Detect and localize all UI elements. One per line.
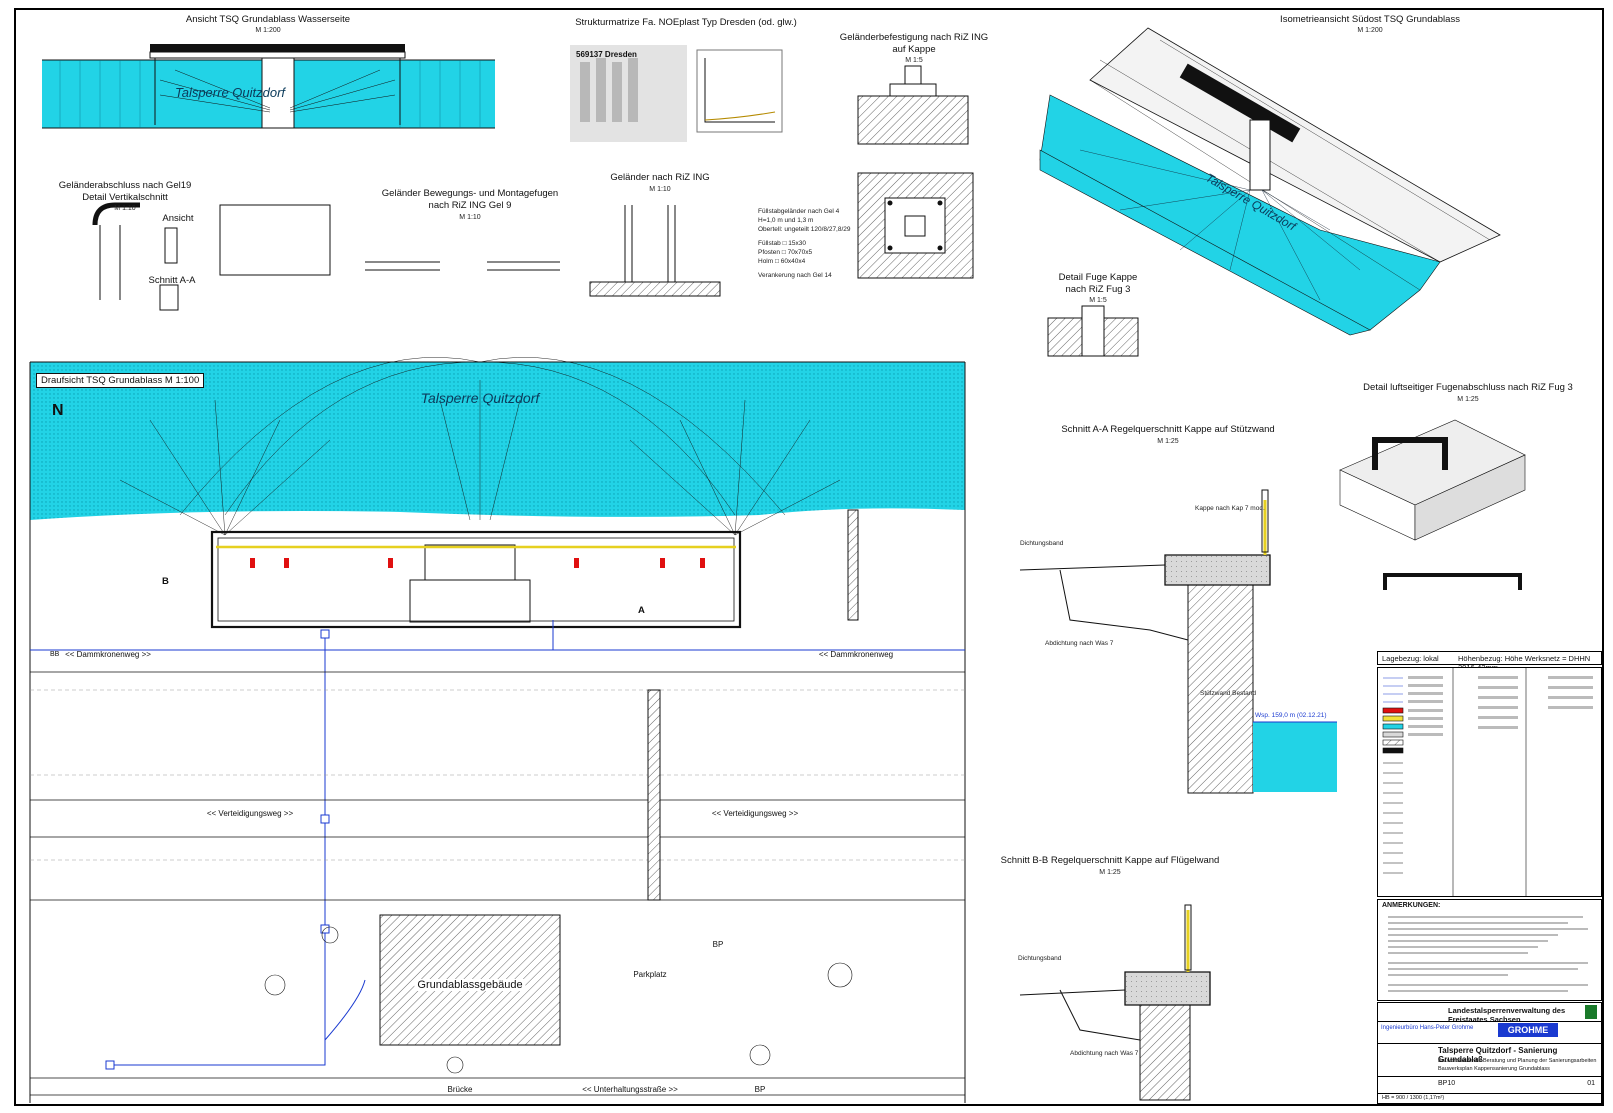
- section-aa-title: Schnitt A-A Regelquerschnitt Kappe auf S…: [1061, 424, 1275, 435]
- bb-left-label: BB: [50, 651, 60, 658]
- joint-closure-scale: M 1:25: [1457, 396, 1479, 403]
- notes-header: ANMERKUNGEN:: [1382, 902, 1441, 909]
- section-aa-small-label: Schnitt A-A: [148, 275, 196, 286]
- note-hoehe: H=1,0 m und 1,3 m: [758, 217, 814, 224]
- note-obertell: Obertell: ungeteilt 120/8/27,8/29: [758, 226, 851, 233]
- aa-kappe: Kappe nach Kap 7 mod.: [1195, 505, 1265, 512]
- coat-of-arms-icon: [1585, 1005, 1597, 1019]
- matrix-code: 569137 Dresden: [576, 50, 637, 59]
- section-marker-b: B: [162, 576, 169, 587]
- bp-label-top: BP: [712, 940, 724, 949]
- elevation-title: Ansicht TSQ Grundablass Wasserseite: [185, 14, 351, 25]
- note-verankerung: Verankerung nach Gel 14: [758, 272, 832, 279]
- joint-cap-scale: M 1:5: [1089, 297, 1107, 304]
- railing-riz-scale: M 1:10: [649, 186, 671, 193]
- movement-joint-title-2: nach RiZ ING Gel 9: [428, 200, 512, 211]
- isometric-scale: M 1:200: [1357, 27, 1383, 34]
- elevation-scale: M 1:200: [255, 27, 281, 34]
- section-aa: [1019, 489, 1337, 794]
- joint-closure-title: Detail luftseitiger Fugenabschluss nach …: [1363, 382, 1573, 393]
- anchor-title-1: Geländerbefestigung nach RiZ ING: [839, 32, 989, 43]
- plan-view: [29, 357, 966, 1103]
- verteidigungsweg-left: << Verteidigungsweg >>: [206, 809, 294, 818]
- joint-cap-title-2: nach RiZ Fug 3: [1065, 284, 1131, 295]
- railing-riz-title: Geländer nach RiZ ING: [610, 172, 710, 183]
- bb-dichtungsband: Dichtungsband: [1018, 955, 1062, 962]
- project-title: Talsperre Quitzdorf - Sanierung Grundabl…: [1438, 1046, 1558, 1064]
- railing-end-scale: M 1:10: [114, 205, 136, 212]
- verteidigungsweg-right: << Verteidigungsweg >>: [711, 809, 799, 818]
- notes-lines: [1388, 916, 1588, 992]
- anchor-scale: M 1:5: [905, 57, 923, 64]
- elevation-drawing: [42, 44, 495, 129]
- engineer-name: Ingenieurbüro Hans-Peter Grohme: [1381, 1025, 1474, 1031]
- aa-abdichtung: Abdichtung nach Was 7: [1045, 640, 1114, 647]
- note-holm: Holm □ 60x40x4: [758, 258, 806, 265]
- section-marker-a: A: [638, 605, 645, 616]
- notes-box: ANMERKUNGEN:: [1377, 899, 1602, 1001]
- company-logo: GROHME: [1498, 1023, 1558, 1037]
- legend-box: [1377, 667, 1602, 897]
- movement-joint-title-1: Geländer Bewegungs- und Montagefugen: [381, 188, 559, 199]
- aa-stuetzwand: Stützwand Bestand: [1200, 690, 1257, 697]
- bp-label-bottom: BP: [754, 1085, 766, 1094]
- section-bb: [1019, 904, 1211, 1101]
- north-arrow: N: [52, 402, 64, 419]
- structure-matrix-photo: [570, 45, 783, 142]
- small-details: [92, 202, 1139, 357]
- reference-bar: Lagebezug: lokal Höhenbezug: Höhe Werksn…: [1377, 651, 1602, 672]
- dammkronenweg-right: << Dammkronenweg: [818, 650, 894, 659]
- lagebezug: Lagebezug: lokal: [1382, 654, 1439, 663]
- matrix-title: Strukturmatrize Fa. NOEplast Typ Dresden…: [575, 17, 797, 28]
- bridge-label: Brücke: [447, 1085, 473, 1094]
- client-name: Landestalsperrenverwaltung des Freistaat…: [1448, 1006, 1566, 1024]
- aa-water-level: Wsp. 159,0 m (02.12.21): [1255, 712, 1327, 719]
- section-aa-scale: M 1:25: [1157, 438, 1179, 445]
- sheet-size: HB = 900 / 1300 (1,17m²): [1382, 1095, 1445, 1101]
- railing-anchor-detail: [857, 65, 974, 279]
- anchor-title-2: auf Kappe: [892, 44, 936, 55]
- aa-dichtungsband: Dichtungsband: [1020, 540, 1064, 547]
- project-subtitle-1: Bauvorbereitende Beratung und Planung de…: [1438, 1058, 1597, 1064]
- building-label: Grundablassgebäude: [414, 979, 526, 991]
- maintenance-road-label: << Unterhaltungsstraße >>: [582, 1085, 678, 1094]
- plan-number: BP10: [1438, 1080, 1456, 1087]
- railing-end-title-1: Geländerabschluss nach Gel19: [58, 180, 192, 191]
- note-fuellstab-dim: Füllstab □ 15x30: [758, 240, 807, 247]
- parking-label: Parkplatz: [633, 970, 667, 979]
- isometric-title: Isometrieansicht Südost TSQ Grundablass: [1280, 14, 1460, 25]
- project-subtitle-2: Bauwerksplan Kappensanierung Grundablass: [1438, 1066, 1550, 1072]
- sheet-number: 01: [1587, 1080, 1595, 1087]
- bb-abdichtung: Abdichtung nach Was 7: [1070, 1050, 1139, 1057]
- dammkronenweg-left: << Dammkronenweg >>: [65, 650, 151, 659]
- legend-symbols: [1382, 668, 1593, 896]
- view-label: Ansicht: [162, 213, 194, 224]
- plan-title: Draufsicht TSQ Grundablass M 1:100: [36, 373, 205, 388]
- section-bb-scale: M 1:25: [1099, 869, 1121, 876]
- railing-end-title-2: Detail Vertikalschnitt: [82, 192, 168, 203]
- title-block: Landestalsperrenverwaltung des Freistaat…: [1377, 1002, 1602, 1104]
- joint-cap-title-1: Detail Fuge Kappe: [1058, 272, 1138, 283]
- note-pfosten: Pfosten □ 70x70x5: [758, 249, 813, 256]
- joint-closure-detail: [1339, 419, 1526, 590]
- isometric-drawing: [1039, 27, 1501, 336]
- reservoir-label-elevation: Talsperre Quitzdorf: [174, 85, 286, 100]
- movement-joint-scale: M 1:10: [459, 214, 481, 221]
- reservoir-label-plan: Talsperre Quitzdorf: [420, 390, 540, 406]
- sheet-frame: [14, 8, 1604, 1106]
- note-fuellstab: Füllstabgeländer nach Gel 4: [758, 208, 840, 215]
- section-bb-title: Schnitt B-B Regelquerschnitt Kappe auf F…: [1000, 855, 1220, 866]
